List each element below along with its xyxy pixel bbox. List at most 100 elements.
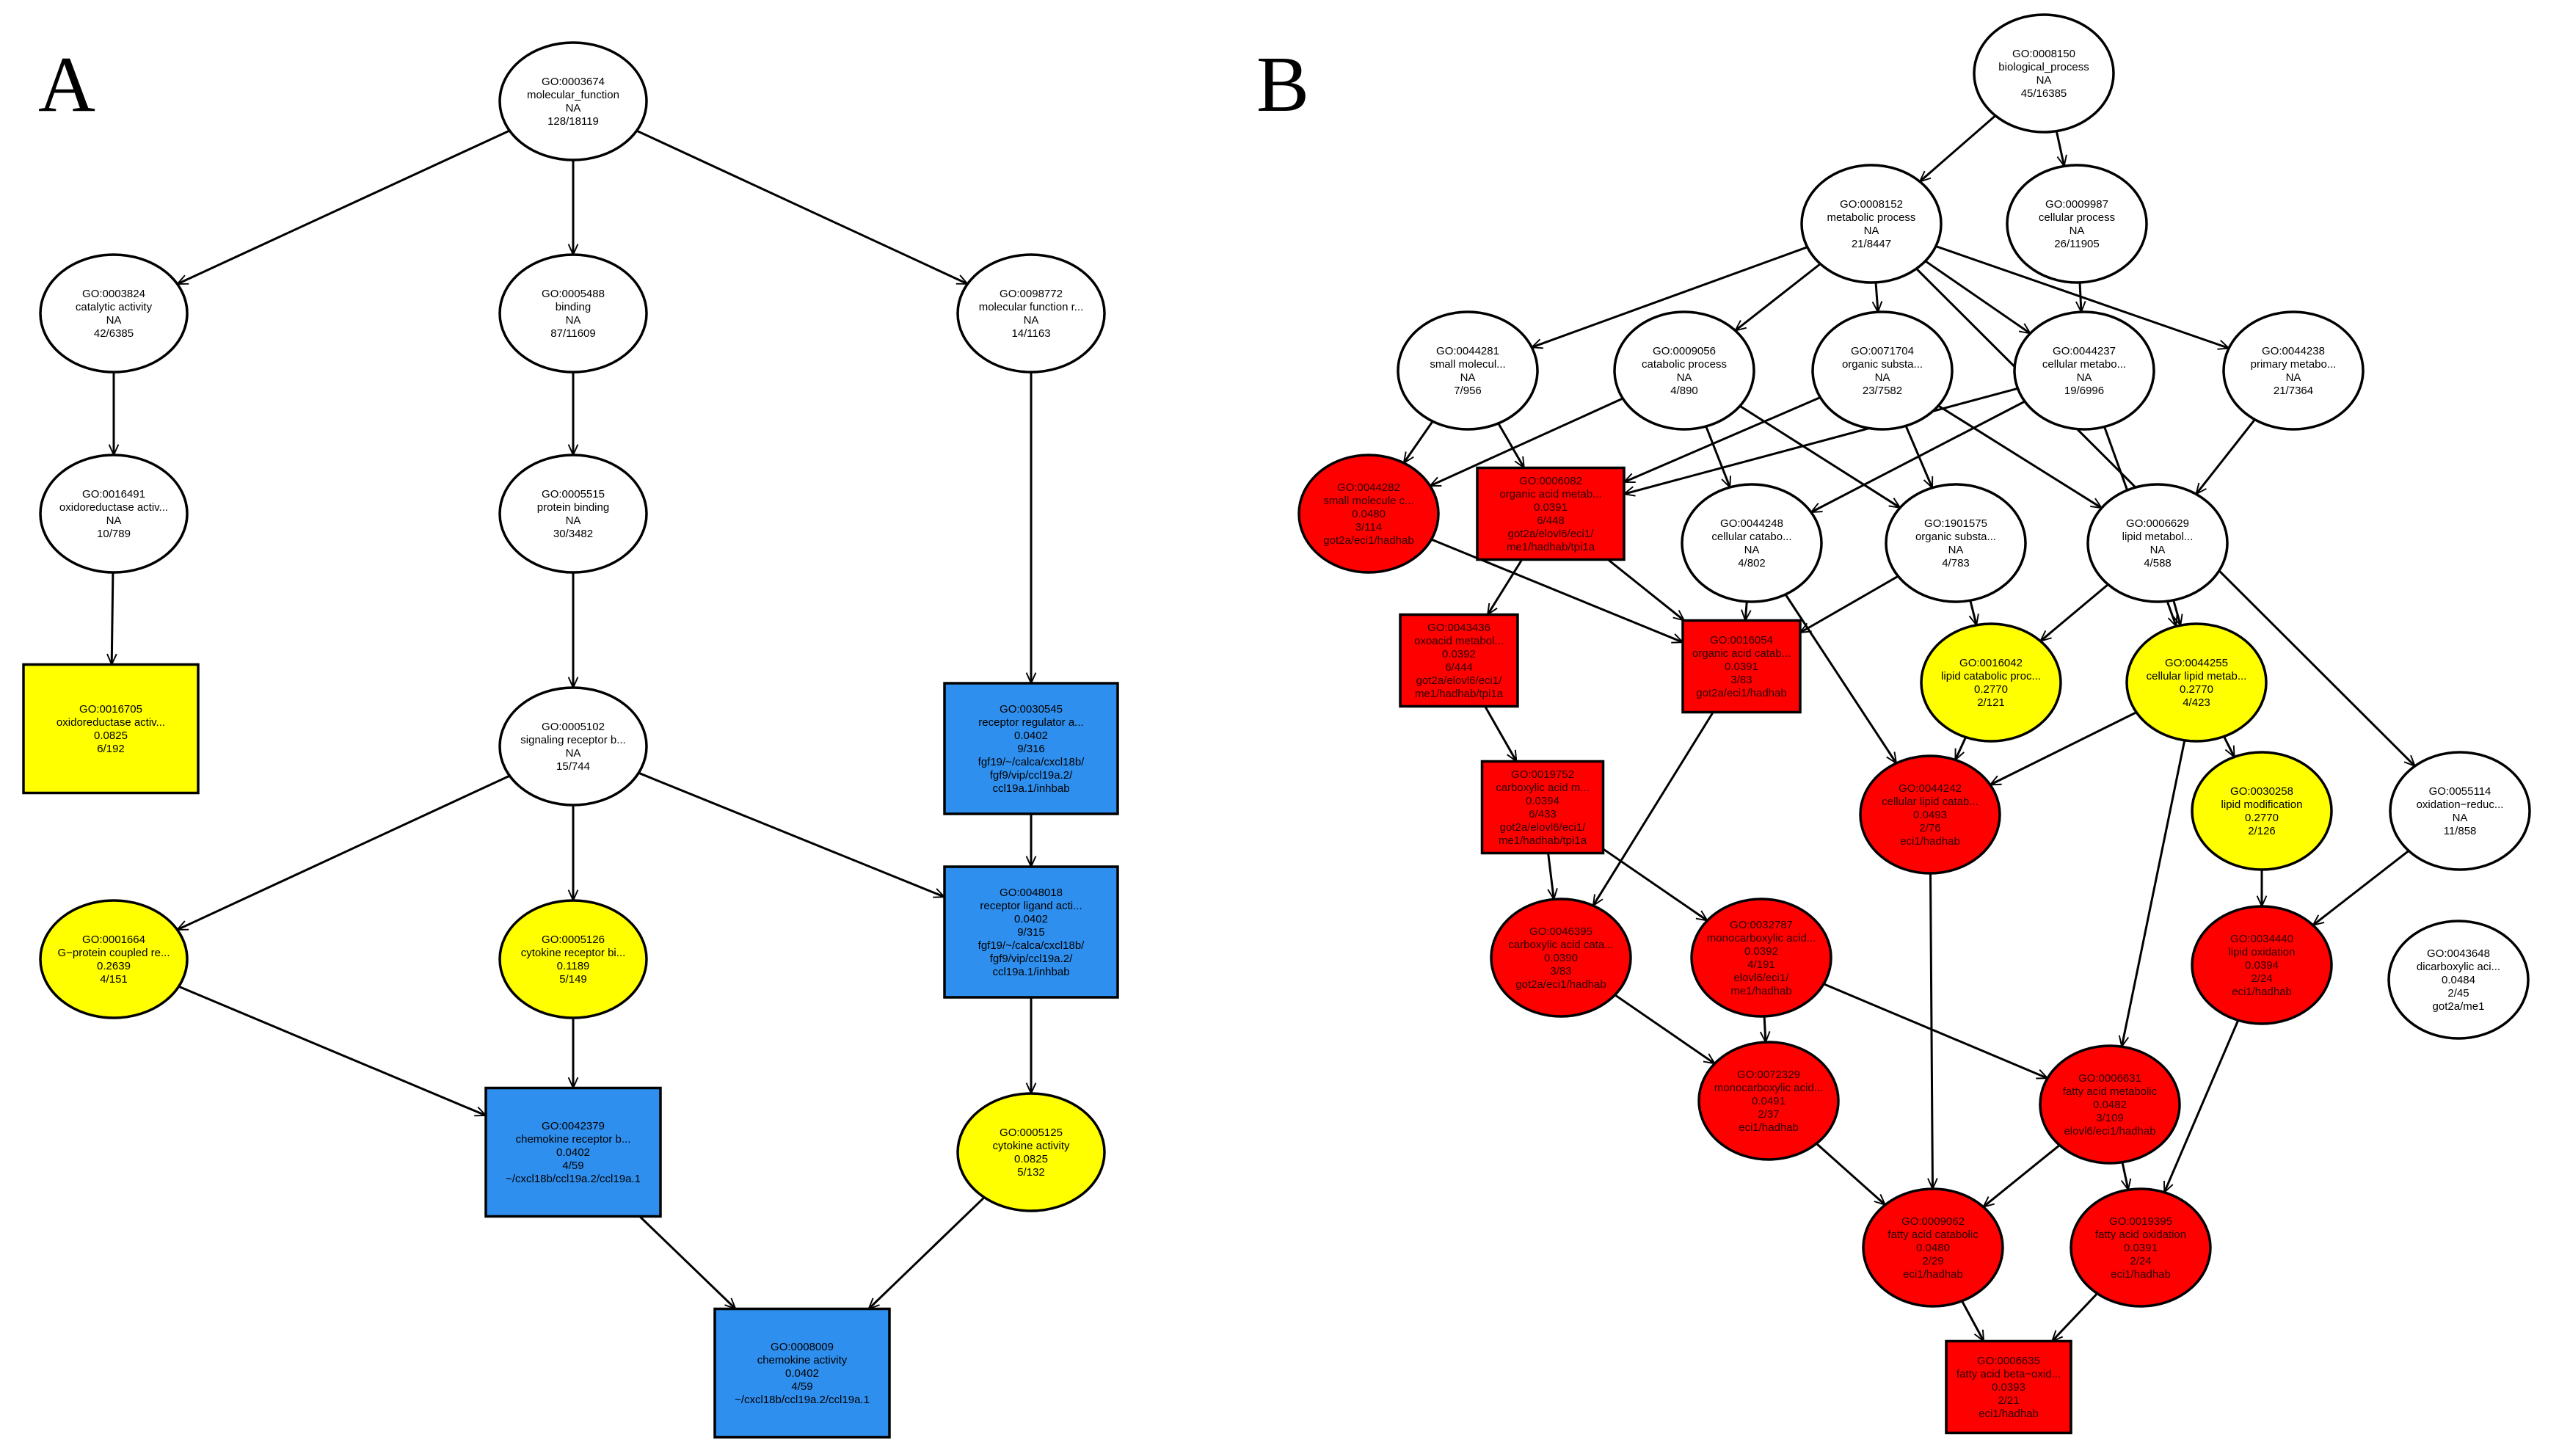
node-text-line: oxidoreductase activ... (57, 716, 165, 729)
node-text-line: GO:0006631 (2078, 1072, 2141, 1085)
node-ellipse (39, 454, 189, 574)
node-text-line: fgf19/~/calca/cxcl18b/ (978, 939, 1085, 952)
node-text-line: GO:0016491 (82, 488, 145, 500)
node-text-line: 0.0402 (785, 1367, 819, 1380)
node-text-line: GO:0008152 (1840, 198, 1903, 211)
edge-b_mcc-to-b_fac (1816, 1143, 1885, 1205)
node-text-line: protein binding (537, 501, 609, 514)
node-text-line: 0.0392 (1442, 648, 1476, 660)
node-text-line: GO:0009987 (2045, 198, 2108, 211)
node-text-line: 0.2770 (2245, 812, 2279, 824)
node-text-line: got2a/elovl6/eci1/ (1500, 821, 1587, 834)
node-text-line: 128/18119 (547, 115, 599, 128)
node-text-line: fgf9/vip/ccl19a.2/ (990, 953, 1073, 965)
node-text-line: GO:0032787 (1730, 919, 1793, 931)
node-text-line: cellular catabo... (1711, 531, 1791, 543)
node-text-line: me1/hadhab/tpi1a (1499, 834, 1587, 847)
node-text-line: GO:0043436 (1427, 622, 1490, 634)
node-ellipse (498, 899, 648, 1019)
node-ellipse (39, 253, 189, 374)
node-text-line: NA (566, 314, 581, 327)
edge-b_osc-to-b_lcat (1970, 600, 1976, 625)
node-box (1945, 1339, 2072, 1435)
node-ellipse (1859, 754, 2001, 875)
node-text-line: cellular process (2039, 211, 2115, 224)
node-text-line: elovl6/eci1/hadhab (2064, 1125, 2155, 1138)
node-ellipse (1297, 454, 1440, 574)
node-text-line: 45/16385 (2021, 87, 2067, 100)
node-text-line: molecular function r... (979, 301, 1084, 313)
node-text-line: G−protein coupled re... (57, 947, 170, 959)
node-text-line: 6/448 (1537, 514, 1565, 527)
node-text-line: 0.0391 (2124, 1242, 2158, 1254)
node-text-line: NA (1864, 225, 1879, 237)
node-text-line: 19/6996 (2064, 385, 2104, 397)
node-text-line: 11/858 (2444, 825, 2477, 837)
node-text-line: lipid catabolic proc... (1941, 670, 2041, 682)
node-ellipse (1885, 483, 2027, 603)
node-text-line: got2a/elovl6/eci1/ (1508, 528, 1595, 540)
edge-b_met-to-b_pmet (1935, 245, 2229, 349)
node-box (943, 682, 1119, 815)
node-ellipse (2039, 1044, 2181, 1165)
node-ellipse (498, 686, 648, 807)
node-text-line: 2/24 (2130, 1255, 2151, 1267)
node-text-line: fatty acid catabolic (1888, 1228, 1979, 1241)
node-text-line: GO:0055114 (2429, 785, 2491, 798)
node-text-line: 0.0480 (1916, 1242, 1950, 1254)
edge-b_bp-to-b_cell (2055, 131, 2064, 167)
node-text-line: chemokine receptor b... (516, 1133, 631, 1146)
node-text-line: NA (2077, 371, 2092, 384)
edge-b_osm-to-b_lmet (1937, 404, 2102, 509)
node-text-line: 6/444 (1445, 661, 1473, 674)
node-text-line: 4/423 (2183, 696, 2210, 709)
node-text-line: receptor ligand acti... (980, 900, 1082, 912)
edge-b_osm-to-b_oam (1624, 396, 1821, 484)
node-text-line: fgf9/vip/ccl19a.2/ (990, 769, 1073, 782)
node-text-line: GO:0006635 (1977, 1355, 2040, 1367)
node-text-line: GO:0044281 (1436, 345, 1499, 357)
node-text-line: chemokine activity (757, 1354, 848, 1366)
edge-a_oxr-to-a_ox2 (112, 572, 113, 665)
edge-b_ccat-to-b_oac (1745, 601, 1747, 621)
edge-b_cell-to-b_cmet (2080, 282, 2081, 312)
node-text-line: GO:1901575 (1924, 517, 1987, 530)
node-text-line: 0.0402 (1014, 729, 1048, 742)
node-text-line: GO:0030258 (2230, 785, 2293, 798)
node-text-line: GO:0034440 (2230, 933, 2293, 945)
edge-a_srb-to-a_rla (638, 771, 944, 897)
edge-b_cmet-to-b_ccat (1811, 400, 2025, 514)
node-text-line: got2a/eci1/hadhab (1515, 978, 1606, 991)
node-box (22, 663, 200, 795)
node-text-line: 0.0402 (1014, 913, 1048, 925)
node-text-line: GO:0044282 (1337, 481, 1400, 494)
node-text-line: organic acid catab... (1692, 647, 1791, 660)
node-text-line: NA (566, 102, 581, 114)
node-ellipse (1920, 622, 2062, 743)
edge-b_fac-to-b_fabo (1961, 1300, 1985, 1342)
node-text-line: 0.0394 (2245, 959, 2279, 972)
edge-b_osc-to-b_oac (1800, 575, 1899, 634)
edge-b_mcm-to-b_fam (1823, 983, 2047, 1080)
node-text-line: 4/890 (1670, 385, 1698, 397)
node-text-line: 0.0391 (1725, 660, 1758, 673)
edge-b_mcm-to-b_mcc (1764, 1016, 1766, 1042)
node-text-line: NA (1677, 371, 1692, 384)
edge-a_cyt-to-a_cka (869, 1196, 986, 1309)
edge-b_clm-to-b_clc (1990, 711, 2137, 786)
node-text-line: catabolic process (1642, 358, 1727, 371)
node-box (943, 865, 1119, 999)
node-text-line: NA (566, 514, 581, 527)
node-text-line: NA (2070, 225, 2085, 237)
node-text-line: GO:0016705 (79, 703, 142, 716)
node-ellipse (2222, 310, 2365, 431)
